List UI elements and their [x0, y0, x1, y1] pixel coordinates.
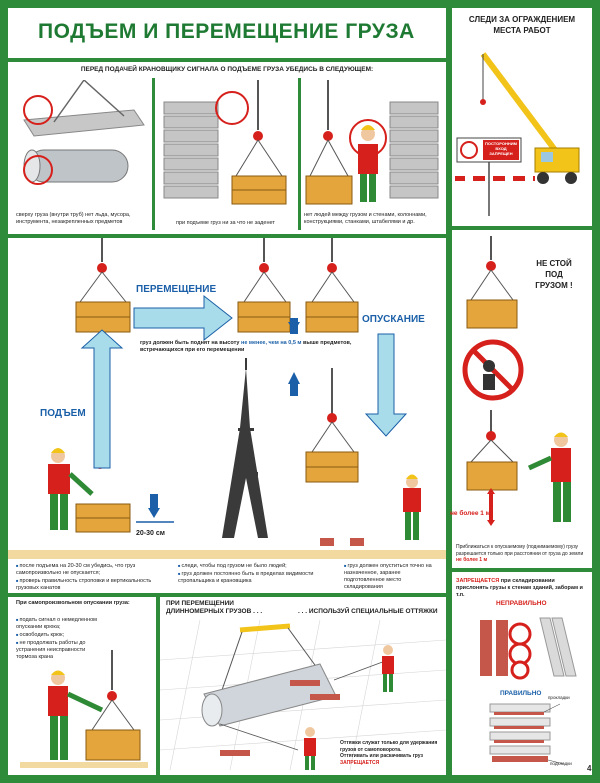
bottom-left-list: подать сигнал о немедленном опускании кр…	[16, 616, 106, 661]
note-left-1: после подъема на 20-30 см убедись, что г…	[16, 562, 156, 577]
notes-right: груз должен опуститься точно на назначен…	[344, 562, 440, 591]
bottom-left-heading: При самопроизвольном опускании груза:	[16, 600, 130, 606]
top-caption-3: нет людей между грузом и стенами, колонн…	[304, 212, 427, 225]
approach-note-pre: Приближаться к опускаемому (поднимаемому…	[456, 544, 584, 557]
wrong-stacking-illustration	[480, 617, 577, 680]
storage-rule-prohibited: ЗАПРЕЩАЕТСЯ	[456, 578, 500, 584]
callout-spacers: прокладки	[548, 695, 570, 700]
fence-heading: СЛЕДИ ЗА ОГРАЖДЕНИЕМ МЕСТА РАБОТ	[468, 15, 576, 35]
crane-with-fence-illustration	[455, 52, 580, 216]
page-title: ПОДЪЕМ И ПЕРЕМЕЩЕНИЕ ГРУЗА	[38, 20, 415, 43]
label-wrong: НЕПРАВИЛЬНО	[496, 600, 547, 607]
long-loads-heading-right: . . . ИСПОЛЬЗУЙ СПЕЦИАЛЬНЫЕ ОТТЯЖКИ	[298, 608, 438, 615]
top-divider-2	[298, 78, 301, 230]
top-caption-1: сверху груза (внутри труб) нет льда, мус…	[16, 212, 131, 225]
worker-between-crate-and-wall-illustration	[305, 80, 439, 205]
ground-strip	[8, 550, 446, 559]
distance-label-1m: не более 1 м	[450, 510, 491, 517]
distance-label-20-30: 20-30 см	[136, 530, 165, 537]
page-number: 4	[587, 764, 592, 773]
label-lower: ОПУСКАНИЕ	[362, 314, 425, 325]
pipes-on-slings-illustration	[23, 80, 145, 185]
height-note-pre: груз должен быть поднят на высоту	[140, 340, 242, 346]
top-divider-1	[152, 78, 155, 230]
storage-rule: ЗАПРЕЩАЕТСЯ при складировании прислонять…	[456, 578, 588, 599]
tag-line-note-1: Оттяжки служат только для удержания груз…	[340, 740, 438, 753]
approach-note-value: не более 1 м	[456, 557, 488, 563]
bottom-left-item-1: подать сигнал о немедленном опускании кр…	[16, 616, 106, 631]
right-top-panel	[452, 8, 592, 226]
bottom-left-item-2: освободить крюк;	[16, 631, 106, 639]
label-move: ПЕРЕМЕЩЕНИЕ	[136, 284, 217, 295]
label-right: ПРАВИЛЬНО	[500, 690, 542, 697]
do-not-stand-illustration	[462, 236, 571, 526]
notes-left: после подъема на 20-30 см убедись, что г…	[16, 562, 156, 592]
top-section-heading: ПЕРЕД ПОДАЧЕЙ КРАНОВЩИКУ СИГНАЛА О ПОДЪЕ…	[80, 66, 374, 73]
tag-line-note: Оттяжки служат только для удержания груз…	[340, 740, 444, 766]
height-note: груз должен быть поднят на высоту не мен…	[140, 340, 360, 354]
note-left-2: проверь правильность строповки и вертика…	[16, 577, 156, 592]
note-right-1: груз должен опуститься точно на назначен…	[344, 562, 440, 591]
correct-stacking-illustration	[489, 703, 565, 765]
do-not-stand-warning: НЕ СТОЙ ПОД ГРУЗОМ !	[535, 259, 573, 290]
storage-rule-text: при складировании прислонять грузы к сте…	[456, 578, 583, 598]
tag-line-note-2: Оттягивать или раскачивать груз	[340, 753, 423, 759]
tag-line-note-prohibited: ЗАПРЕЩАЕТСЯ	[340, 759, 380, 766]
long-load-tag-lines-illustration	[160, 620, 446, 770]
approach-note: Приближаться к опускаемому (поднимаемому…	[456, 544, 588, 564]
bottom-left-item-3: не продолжать работы до устранения неисп…	[16, 639, 106, 661]
height-note-value: не менее, чем на 0,5 м	[241, 340, 302, 346]
label-lift: ПОДЪЕМ	[40, 408, 86, 419]
top-caption-2: при подъеме груз ни за что не заденет	[176, 220, 275, 226]
crate-clearance-illustration	[163, 80, 287, 205]
long-loads-heading-left: ПРИ ПЕРЕМЕЩЕНИИ ДЛИННОМЕРНЫХ ГРУЗОВ . . …	[166, 600, 263, 615]
callout-supports: подкладки	[550, 761, 572, 766]
height-note-post: выше предметов, встречающихся при его пе…	[140, 340, 352, 353]
note-center-1: следи, чтобы под грузом не было людей;	[178, 562, 326, 570]
hook-release-illustration	[20, 650, 148, 768]
middle-flow-illustration	[48, 238, 421, 546]
notes-center: следи, чтобы под грузом не было людей; г…	[178, 562, 326, 585]
note-center-2: груз должен постоянно быть в пределах ви…	[178, 570, 326, 585]
no-entry-sign-text: ПОСТОРОННИМ ВХОД ЗАПРЕЩЕН	[485, 141, 517, 156]
title-panel	[8, 8, 446, 58]
